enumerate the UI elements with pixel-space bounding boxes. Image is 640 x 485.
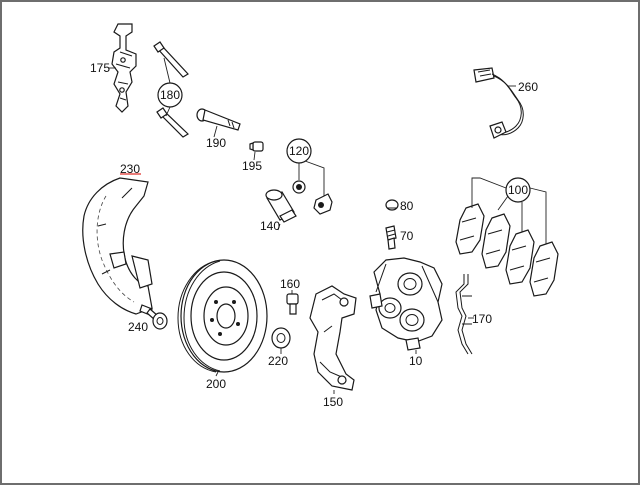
- part-label-170[interactable]: 170: [472, 312, 492, 326]
- brake-caliper-10: [369, 257, 443, 354]
- dust-caps-140: [265, 189, 297, 231]
- part-label-150[interactable]: 150: [323, 395, 343, 409]
- guide-pins-180: [153, 41, 189, 138]
- bolt-160: [286, 290, 299, 315]
- part-label-195[interactable]: 195: [242, 159, 262, 173]
- guide-bolt-190: [196, 108, 241, 138]
- brake-pad-4: [529, 241, 559, 297]
- part-label-220[interactable]: 220: [268, 354, 288, 368]
- caliper-bracket-150: [309, 285, 357, 394]
- nut-220: [271, 327, 291, 354]
- brake-pads-100: [455, 177, 559, 297]
- part-label-100[interactable]: 100: [508, 183, 528, 197]
- part-label-120[interactable]: 120: [289, 144, 309, 158]
- spring-clip-175: [108, 23, 137, 113]
- bushes-120: [286, 138, 333, 215]
- part-label-180[interactable]: 180: [160, 88, 180, 102]
- part-label-10[interactable]: 10: [409, 354, 423, 368]
- part-label-160[interactable]: 160: [280, 277, 300, 291]
- bleeder-cap-80: [385, 199, 399, 211]
- brake-pad-1: [455, 203, 485, 255]
- part-label-230[interactable]: 230: [120, 162, 140, 176]
- bolt-195: [249, 141, 264, 161]
- part-label-70[interactable]: 70: [400, 229, 414, 243]
- bleeder-valve-70: [385, 225, 397, 250]
- part-label-175[interactable]: 175: [90, 61, 110, 75]
- brake-pad-2: [481, 213, 511, 269]
- part-label-260[interactable]: 260: [518, 80, 538, 94]
- brake-disc-200: [177, 259, 268, 377]
- part-label-190[interactable]: 190: [206, 136, 226, 150]
- wear-sensor-260: [473, 67, 524, 139]
- bolt-240: [139, 304, 168, 330]
- part-label-240[interactable]: 240: [128, 320, 148, 334]
- part-label-80[interactable]: 80: [400, 199, 414, 213]
- brake-pad-3: [505, 229, 535, 285]
- splash-shield-230: [82, 177, 153, 315]
- part-label-200[interactable]: 200: [206, 377, 226, 391]
- anti-rattle-spring-170: [455, 274, 474, 355]
- part-label-140[interactable]: 140: [260, 219, 280, 233]
